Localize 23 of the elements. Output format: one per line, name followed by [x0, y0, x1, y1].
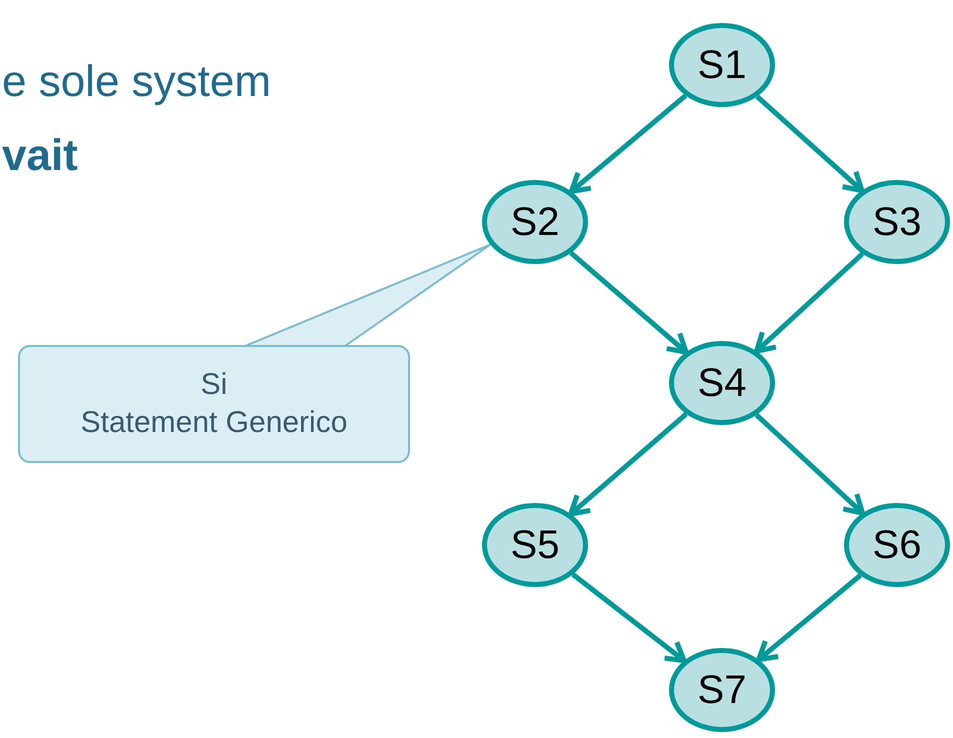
- arrow: [755, 94, 864, 194]
- callout-pointer: [244, 244, 492, 347]
- node-label: S4: [698, 363, 746, 403]
- state-ellipse: [669, 341, 775, 425]
- arrow: [569, 251, 689, 355]
- node-label: S3: [872, 202, 922, 242]
- heading-text: vait: [2, 134, 78, 178]
- arrow: [568, 94, 688, 194]
- heading-text: e sole system: [2, 60, 271, 104]
- arrow: [754, 252, 864, 354]
- node-label: S5: [510, 525, 560, 565]
- arrow: [568, 412, 688, 516]
- node-label: S7: [698, 670, 746, 710]
- arrow: [571, 572, 687, 664]
- node-label: S1: [698, 45, 746, 85]
- arrow: [754, 413, 866, 516]
- callout-box: [18, 345, 410, 463]
- arrow: [756, 573, 862, 662]
- node-label: S6: [872, 525, 922, 565]
- node-label: S2: [510, 202, 560, 242]
- state-ellipse: [482, 180, 588, 264]
- callout-text: Si: [200, 367, 228, 403]
- callout-text: Statement Generico: [80, 405, 348, 441]
